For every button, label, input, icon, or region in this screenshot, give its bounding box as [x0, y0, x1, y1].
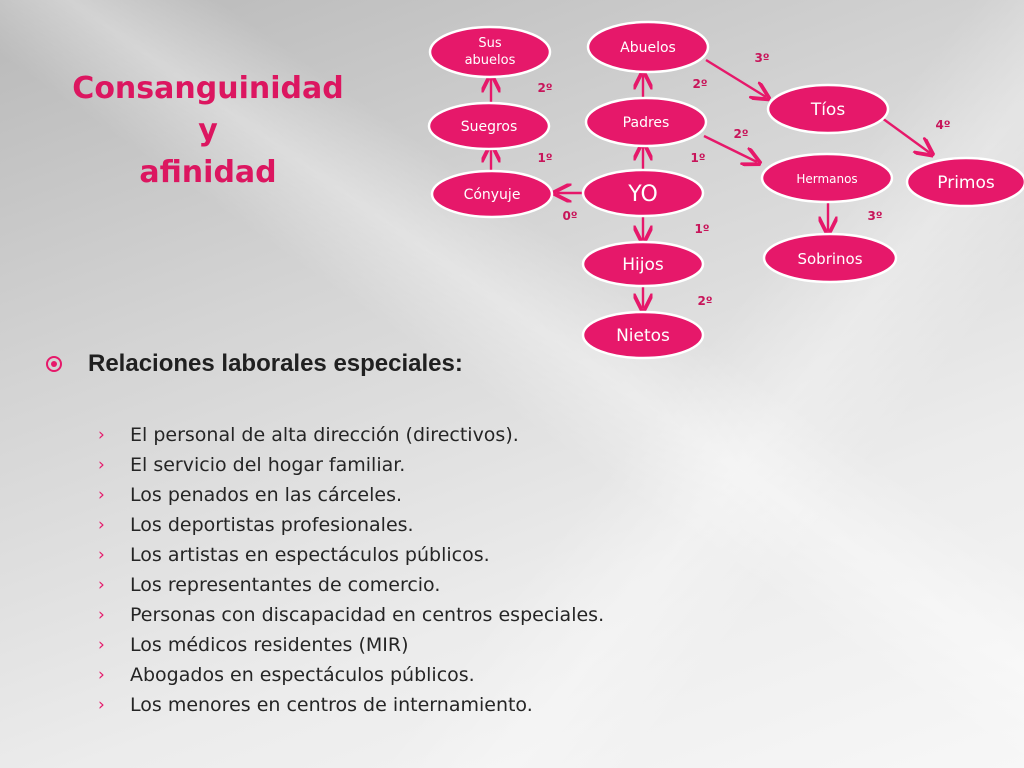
- degree-label-primos: 4º: [935, 118, 950, 132]
- chevron-right-icon: ›: [98, 605, 105, 625]
- list-item: › Abogados en espectáculos públicos.: [98, 660, 604, 690]
- section-heading: Relaciones laborales especiales:: [46, 350, 463, 378]
- chevron-right-icon: ›: [98, 575, 105, 595]
- svg-text:Tíos: Tíos: [810, 100, 846, 120]
- edge-padres-hermanos: [703, 134, 757, 162]
- svg-text:Nietos: Nietos: [616, 326, 670, 346]
- list-item-text: Los menores en centros de internamiento.: [130, 694, 533, 716]
- node-hijos: Hijos: [581, 240, 705, 288]
- node-hermanos: Hermanos: [760, 152, 894, 204]
- node-primos: Primos: [905, 156, 1024, 208]
- list-item-text: El personal de alta dirección (directivo…: [130, 424, 519, 446]
- list-item-text: Personas con discapacidad en centros esp…: [130, 604, 605, 626]
- degree-label-conyuje: 0º: [562, 209, 577, 223]
- list-item: › El personal de alta dirección (directiv…: [98, 420, 604, 450]
- kinship-diagram: 2º 2º 3º 4º 1º 1º 2º 0º 1º 3º 2º Sus abu…: [427, 20, 1024, 360]
- radio-bullet-icon: [46, 356, 62, 372]
- svg-text:Sus: Sus: [478, 36, 501, 51]
- list-item-text: Los médicos residentes (MIR): [130, 634, 409, 656]
- list-item-text: Los representantes de comercio.: [130, 574, 441, 596]
- svg-text:Suegros: Suegros: [461, 119, 518, 135]
- list-item-text: El servicio del hogar familiar.: [130, 454, 406, 476]
- degree-label-sobrinos: 3º: [867, 209, 882, 223]
- node-sus-abuelos: Sus abuelos: [428, 25, 552, 79]
- degree-label-sus-abuelos: 2º: [537, 81, 552, 95]
- list-item: › El servicio del hogar familiar.: [98, 450, 604, 480]
- title-line: afinidad: [139, 155, 277, 190]
- chevron-right-icon: ›: [98, 695, 105, 715]
- title-line: y: [198, 113, 218, 148]
- degree-label-nietos: 2º: [697, 294, 712, 308]
- node-padres: Padres: [584, 96, 708, 148]
- node-sobrinos: Sobrinos: [762, 232, 898, 284]
- chevron-right-icon: ›: [98, 665, 105, 685]
- svg-text:Padres: Padres: [623, 115, 670, 131]
- degree-label-hermanos: 2º: [733, 127, 748, 141]
- edge-tios-primos: [881, 117, 930, 153]
- degree-label-tios: 3º: [754, 51, 769, 65]
- svg-text:Cónyuje: Cónyuje: [464, 187, 521, 203]
- svg-text:Abuelos: Abuelos: [620, 40, 676, 56]
- list-item-text: Los artistas en espectáculos públicos.: [130, 544, 490, 566]
- degree-labels: 2º 2º 3º 4º 1º 1º 2º 0º 1º 3º 2º: [537, 51, 950, 308]
- degree-label-abuelos: 2º: [692, 77, 707, 91]
- list-item-text: Los deportistas profesionales.: [130, 514, 414, 536]
- list-item: › Los médicos residentes (MIR): [98, 630, 604, 660]
- list-item: › Los menores en centros de internamiento…: [98, 690, 604, 720]
- degree-label-suegros: 1º: [537, 151, 552, 165]
- degree-label-hijos: 1º: [694, 222, 709, 236]
- list-item: › Personas con discapacidad en centros es…: [98, 600, 604, 630]
- svg-text:Hijos: Hijos: [622, 255, 664, 275]
- chevron-right-icon: ›: [98, 515, 105, 535]
- list-item-text: Abogados en espectáculos públicos.: [130, 664, 475, 686]
- node-conyuje: Cónyuje: [430, 169, 554, 219]
- svg-text:abuelos: abuelos: [465, 53, 516, 68]
- list-item-text: Los penados en las cárceles.: [130, 484, 403, 506]
- svg-text:Sobrinos: Sobrinos: [797, 250, 862, 268]
- chevron-right-icon: ›: [98, 545, 105, 565]
- chevron-right-icon: ›: [98, 485, 105, 505]
- svg-text:YO: YO: [627, 182, 658, 207]
- slide-title: Consanguinidad y afinidad: [58, 68, 358, 194]
- diagram-edges: [491, 58, 930, 308]
- chevron-right-icon: ›: [98, 425, 105, 445]
- list-item: › Los penados en las cárceles.: [98, 480, 604, 510]
- chevron-right-icon: ›: [98, 635, 105, 655]
- node-suegros: Suegros: [427, 101, 551, 151]
- node-nietos: Nietos: [581, 310, 705, 360]
- degree-label-padres: 1º: [690, 151, 705, 165]
- edge-abuelos-tios: [705, 58, 766, 97]
- node-abuelos: Abuelos: [586, 20, 710, 74]
- node-tios: Tíos: [766, 83, 890, 135]
- node-yo: YO: [581, 168, 705, 218]
- list-item: › Los deportistas profesionales.: [98, 510, 604, 540]
- section-title: Relaciones laborales especiales:: [88, 350, 463, 377]
- title-line: Consanguinidad: [72, 71, 344, 106]
- special-relations-section: Relaciones laborales especiales: › El per…: [46, 350, 604, 716]
- chevron-right-icon: ›: [98, 455, 105, 475]
- svg-text:Primos: Primos: [937, 173, 995, 193]
- list-item: › Los artistas en espectáculos públicos.: [98, 540, 604, 570]
- special-relations-list: › El personal de alta dirección (directiv…: [98, 420, 604, 720]
- list-item: › Los representantes de comercio.: [98, 570, 604, 600]
- svg-text:Hermanos: Hermanos: [796, 172, 857, 186]
